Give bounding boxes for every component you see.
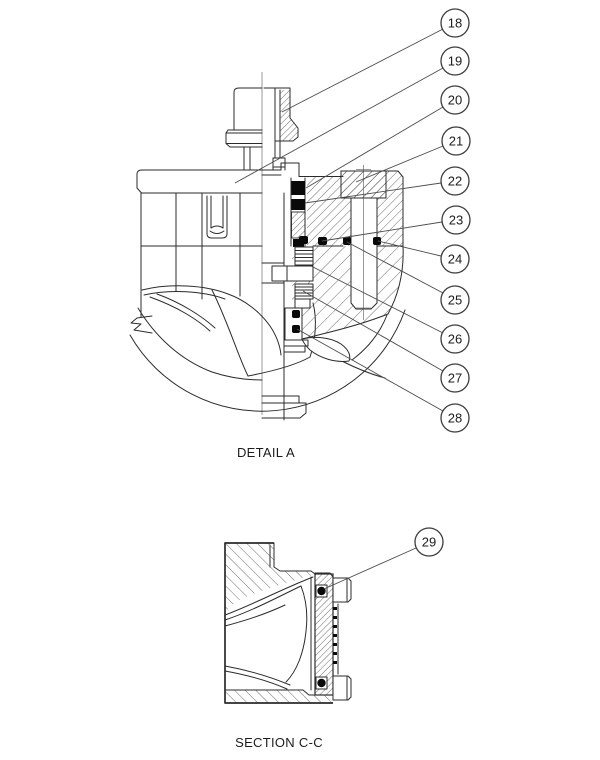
balloon-number: 20 bbox=[448, 93, 462, 108]
balloon-24: 24 bbox=[440, 244, 470, 274]
balloon-number: 21 bbox=[449, 134, 463, 149]
balloon-18: 18 bbox=[440, 8, 470, 38]
balloon-26: 26 bbox=[440, 324, 470, 354]
balloon-number: 28 bbox=[448, 411, 462, 426]
seat-plate-serrations bbox=[333, 607, 337, 664]
detail-a-view: 18 19 20 21 22 23 24 25 bbox=[129, 8, 471, 460]
balloon-25: 25 bbox=[440, 285, 470, 315]
packing-seal-lower bbox=[293, 239, 304, 247]
detail-boundary-arc bbox=[129, 309, 406, 412]
balloon-23: 23 bbox=[441, 205, 471, 235]
bore-profile-curves bbox=[224, 576, 314, 691]
shaft-o-ring-upper bbox=[292, 310, 300, 318]
balloon-number: 18 bbox=[448, 16, 462, 31]
volute-tongue bbox=[301, 336, 351, 362]
mounting-lug-bottom bbox=[332, 675, 352, 701]
balloon-20: 20 bbox=[440, 85, 470, 115]
balloon-number: 24 bbox=[448, 252, 462, 267]
stem-sleeve-section bbox=[263, 87, 299, 171]
packing-spacer bbox=[291, 211, 306, 239]
balloon-number: 27 bbox=[448, 371, 462, 386]
o-ring-right bbox=[373, 237, 381, 245]
hex-bolt bbox=[340, 165, 387, 320]
balloon-19: 19 bbox=[440, 46, 470, 76]
packing-seal-upper bbox=[291, 181, 305, 195]
valve-stem bbox=[225, 87, 263, 171]
seat-o-ring-top bbox=[315, 584, 328, 598]
balloon-28: 28 bbox=[440, 403, 470, 433]
packing-stack bbox=[271, 177, 381, 341]
caption-detail-a: DETAIL A bbox=[237, 445, 295, 460]
balloon-number: 26 bbox=[448, 332, 462, 347]
balloon-27: 27 bbox=[440, 363, 470, 393]
shaft-o-ring-lower bbox=[292, 325, 300, 333]
lantern-seal-left bbox=[299, 236, 308, 244]
section-body-hatch bbox=[225, 543, 313, 615]
leader-line-29 bbox=[323, 547, 417, 590]
caption-section-cc: SECTION C-C bbox=[235, 735, 323, 750]
sleeve-nut bbox=[271, 265, 314, 282]
mounting-lug-top bbox=[332, 577, 352, 603]
balloon-number: 29 bbox=[422, 535, 436, 550]
balloon-21: 21 bbox=[441, 126, 471, 156]
section-bottom-band-hatch bbox=[225, 690, 333, 703]
seat-plate bbox=[314, 572, 339, 696]
spacer-ring bbox=[294, 298, 311, 309]
balloon-number: 25 bbox=[448, 293, 462, 308]
shaft-section bbox=[261, 177, 309, 421]
valve-body-outline bbox=[130, 192, 263, 334]
balloon-22: 22 bbox=[440, 166, 470, 196]
balloon-number: 19 bbox=[448, 54, 462, 69]
bonnet-plate bbox=[136, 162, 344, 194]
section-cc-view: 29 SECTION C-C bbox=[224, 527, 444, 750]
leader-lines bbox=[234, 28, 444, 412]
packing-seal-mid bbox=[291, 199, 305, 210]
balloon-number: 23 bbox=[449, 213, 463, 228]
threaded-rings-upper bbox=[294, 246, 314, 266]
balloon-number: 22 bbox=[448, 174, 462, 189]
seat-o-ring-bottom bbox=[315, 676, 328, 690]
balloon-29: 29 bbox=[414, 527, 444, 557]
